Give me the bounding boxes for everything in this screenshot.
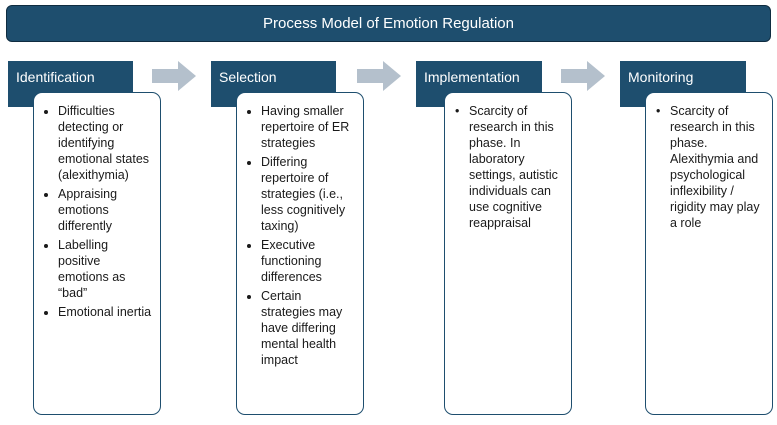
bullet-item: Emotional inertia [58,304,152,320]
arrow-right-icon [357,61,401,91]
bullet-item: Certain strategies may have differing me… [261,288,355,368]
bullet-list: Difficulties detecting or identifying em… [42,103,152,320]
phase-box-selection: Having smaller repertoire of ER strategi… [236,92,364,415]
bullet-item: Labelling positive emotions as “bad” [58,237,152,301]
bullet-item: Difficulties detecting or identifying em… [58,103,152,183]
phase-text: Scarcity of research in this phase. In l… [453,103,563,231]
bullet-item: Appraising emotions differently [58,186,152,234]
arrow-right-icon [561,61,605,91]
phase-box-monitoring: Scarcity of research in this phase. Alex… [645,92,773,415]
bullet-item: Differing repertoire of strategies (i.e.… [261,154,355,234]
arrow-right-icon [152,61,196,91]
bullet-list: Having smaller repertoire of ER strategi… [245,103,355,368]
bullet-item: Executive functioning differences [261,237,355,285]
diagram-title: Process Model of Emotion Regulation [6,5,771,42]
phase-box-implementation: Scarcity of research in this phase. In l… [444,92,572,415]
bullet-item: Having smaller repertoire of ER strategi… [261,103,355,151]
phase-text: Scarcity of research in this phase. Alex… [654,103,764,231]
phase-box-identification: Difficulties detecting or identifying em… [33,92,161,415]
